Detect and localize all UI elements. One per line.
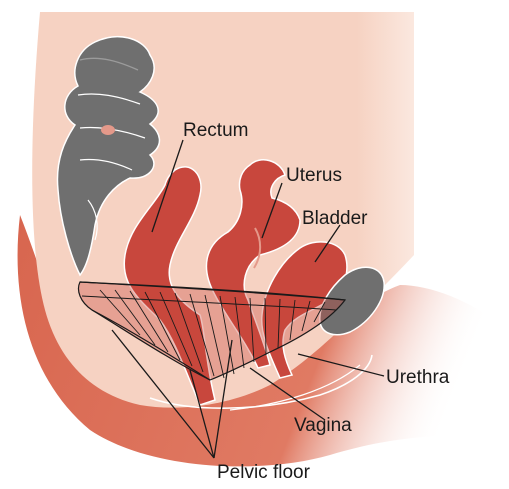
bladder-label: Bladder [302,208,368,229]
urethra-label: Urethra [386,367,450,388]
vagina-label: Vagina [294,415,352,436]
uterus-label: Uterus [286,165,342,186]
pelvic-floor-label: Pelvic floor [217,462,311,483]
rectum-label: Rectum [183,120,248,141]
